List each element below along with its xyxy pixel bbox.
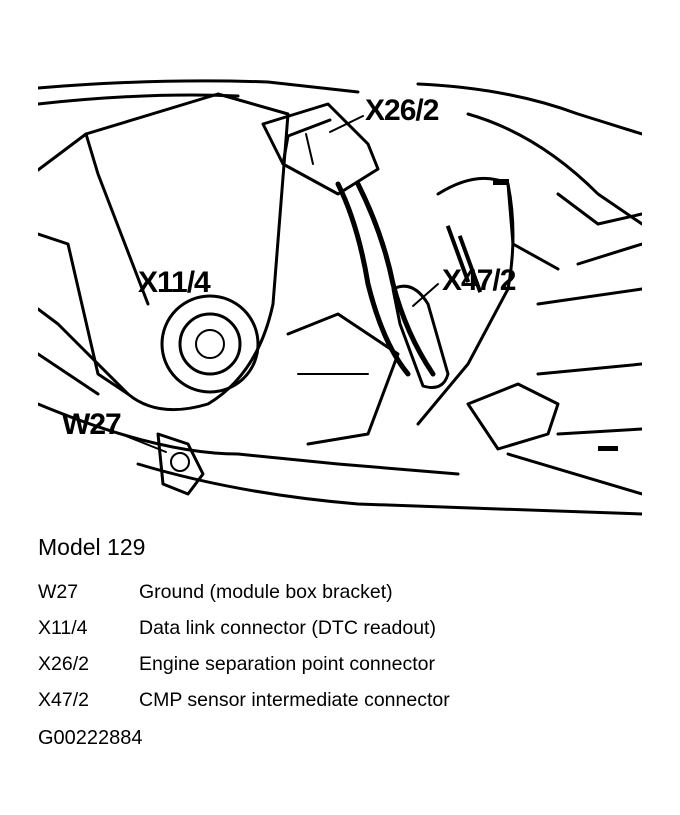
legend-description: Ground (module box bracket) bbox=[139, 581, 393, 603]
legend-description: CMP sensor intermediate connector bbox=[139, 689, 450, 711]
legend-code: X47/2 bbox=[38, 689, 89, 711]
legend-row: X47/2 CMP sensor intermediate connector bbox=[38, 682, 658, 718]
engine-compartment-diagram: X26/2 X11/4 X47/2 W27 bbox=[38, 74, 642, 520]
wiring-harness bbox=[335, 181, 411, 377]
x47-2-leader bbox=[412, 283, 439, 307]
w27-ground-bracket bbox=[156, 432, 205, 496]
callout-x26-2: X26/2 bbox=[365, 94, 439, 127]
x11-4-connector-outer bbox=[160, 294, 260, 394]
figure-caption: Model 129 W27 Ground (module box bracket… bbox=[38, 532, 658, 754]
legend-code: X11/4 bbox=[38, 617, 88, 639]
w27-leader bbox=[125, 435, 167, 453]
x11-4-connector-inner bbox=[178, 312, 242, 376]
legend-code: W27 bbox=[38, 581, 79, 603]
callout-x11-4: X11/4 bbox=[138, 266, 211, 299]
x26-2-leader bbox=[329, 115, 364, 133]
x47-2-connector bbox=[391, 284, 450, 389]
legend-row: X26/2 Engine separation point connector bbox=[38, 646, 658, 682]
legend-code: X26/2 bbox=[38, 653, 89, 675]
legend-row: W27 Ground (module box bracket) bbox=[38, 574, 658, 610]
legend-description: Engine separation point connector bbox=[139, 653, 435, 675]
legend-description: Data link connector (DTC readout) bbox=[139, 617, 436, 639]
figure-id: G00222884 bbox=[38, 727, 143, 749]
callout-x47-2: X47/2 bbox=[442, 264, 516, 297]
legend-row: X11/4 Data link connector (DTC readout) bbox=[38, 610, 658, 646]
model-title: Model 129 bbox=[38, 534, 146, 560]
callout-w27: W27 bbox=[62, 408, 121, 441]
module-box bbox=[38, 92, 290, 412]
